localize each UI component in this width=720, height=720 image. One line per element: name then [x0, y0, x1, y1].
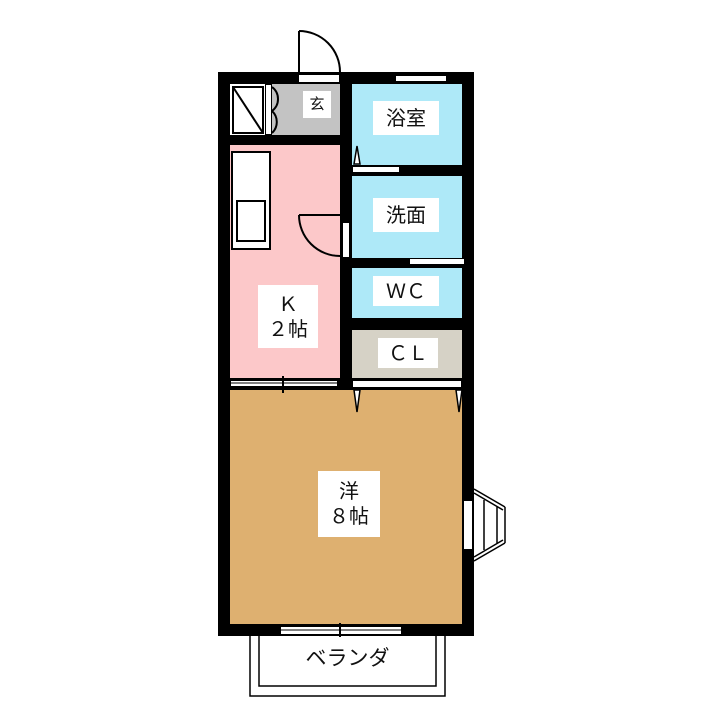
- veranda-label: ベランダ: [285, 643, 410, 673]
- closet-door-opening[interactable]: [352, 380, 462, 388]
- closet-door-swing-icon: [271, 86, 279, 134]
- entrance-label-text: 玄: [309, 95, 325, 114]
- bathroom-door-opening[interactable]: [352, 166, 400, 173]
- shoe-closet-icon: [232, 86, 264, 134]
- kitchen-label: Ｋ ２帖: [258, 285, 318, 348]
- closet-door-marker-left-icon: [353, 389, 361, 413]
- wc-door-opening[interactable]: [409, 258, 465, 265]
- wall-wash-wc: [340, 258, 474, 268]
- front-door-opening[interactable]: [298, 74, 340, 83]
- front-door-swing-icon: [298, 30, 341, 73]
- washroom-label-text: 洗面: [386, 202, 426, 227]
- toilet-label: ＷＣ: [373, 276, 439, 306]
- bathroom-label-text: 浴室: [386, 105, 426, 130]
- outer-wall-right: [462, 72, 474, 636]
- wall-bath-wash: [340, 165, 474, 176]
- western-room-label: 洋 ８帖: [318, 471, 380, 537]
- bathroom-window[interactable]: [395, 75, 447, 82]
- western-room-label-size: ８帖: [329, 504, 369, 528]
- washroom-opening[interactable]: [342, 222, 350, 258]
- outer-wall-left: [218, 72, 230, 636]
- washroom-label: 洗面: [373, 198, 439, 232]
- washroom-door-swing-icon: [298, 214, 341, 257]
- bathroom-door-marker-icon: [353, 145, 361, 165]
- closet-label: ＣＬ: [378, 338, 438, 368]
- entrance-closet-divider: [265, 84, 272, 135]
- entrance-label: 玄: [303, 91, 331, 118]
- bay-window-icon: [473, 488, 506, 562]
- kitchen-label-size: ２帖: [268, 316, 308, 341]
- wall-entrance-kitchen: [218, 135, 352, 145]
- bathroom-label: 浴室: [373, 101, 439, 135]
- kitchen-counter-icon: [231, 151, 271, 250]
- toilet-label-text: ＷＣ: [386, 278, 426, 303]
- bay-window-opening[interactable]: [463, 500, 473, 550]
- closet-label-text: ＣＬ: [388, 340, 428, 365]
- veranda-outline: [249, 636, 446, 697]
- closet-door-marker-right-icon: [455, 389, 463, 413]
- western-room-label-name: 洋: [339, 479, 359, 503]
- wall-wc-cl: [340, 318, 474, 330]
- veranda-label-text: ベランダ: [305, 645, 390, 670]
- kitchen-label-name: Ｋ: [278, 291, 298, 316]
